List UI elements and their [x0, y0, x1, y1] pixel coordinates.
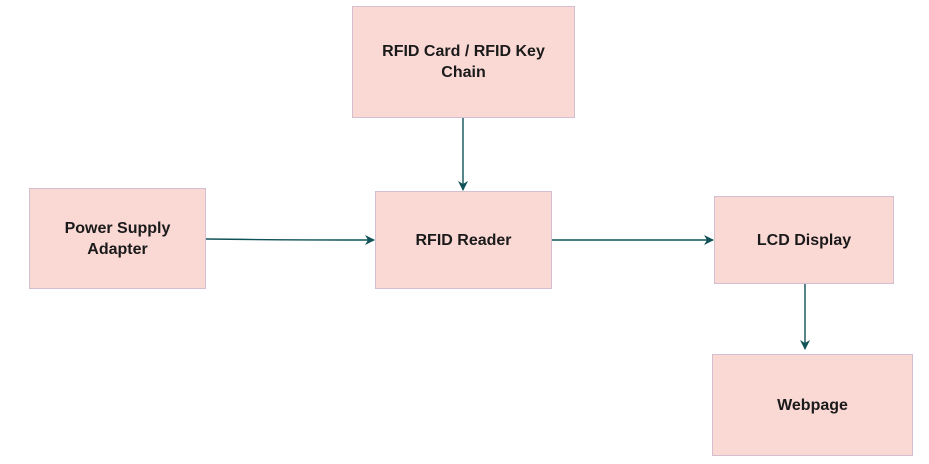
node-rfid-card-label: RFID Card / RFID Key Chain — [382, 43, 545, 81]
node-lcd-display-label: LCD Display — [756, 231, 852, 249]
node-power-supply: Power Supply Adapter — [29, 188, 206, 289]
node-rfid-reader-label: RFID Reader — [415, 231, 512, 249]
node-rfid-card: RFID Card / RFID Key Chain — [352, 6, 575, 118]
node-power-supply-label: Power Supply Adapter — [64, 219, 171, 258]
edge-power-to-reader — [205, 234, 375, 245]
node-rfid-reader: RFID Reader — [375, 191, 552, 289]
node-webpage-label: Webpage — [777, 396, 848, 414]
node-lcd-display: LCD Display — [714, 196, 894, 284]
node-webpage: Webpage — [712, 354, 913, 456]
